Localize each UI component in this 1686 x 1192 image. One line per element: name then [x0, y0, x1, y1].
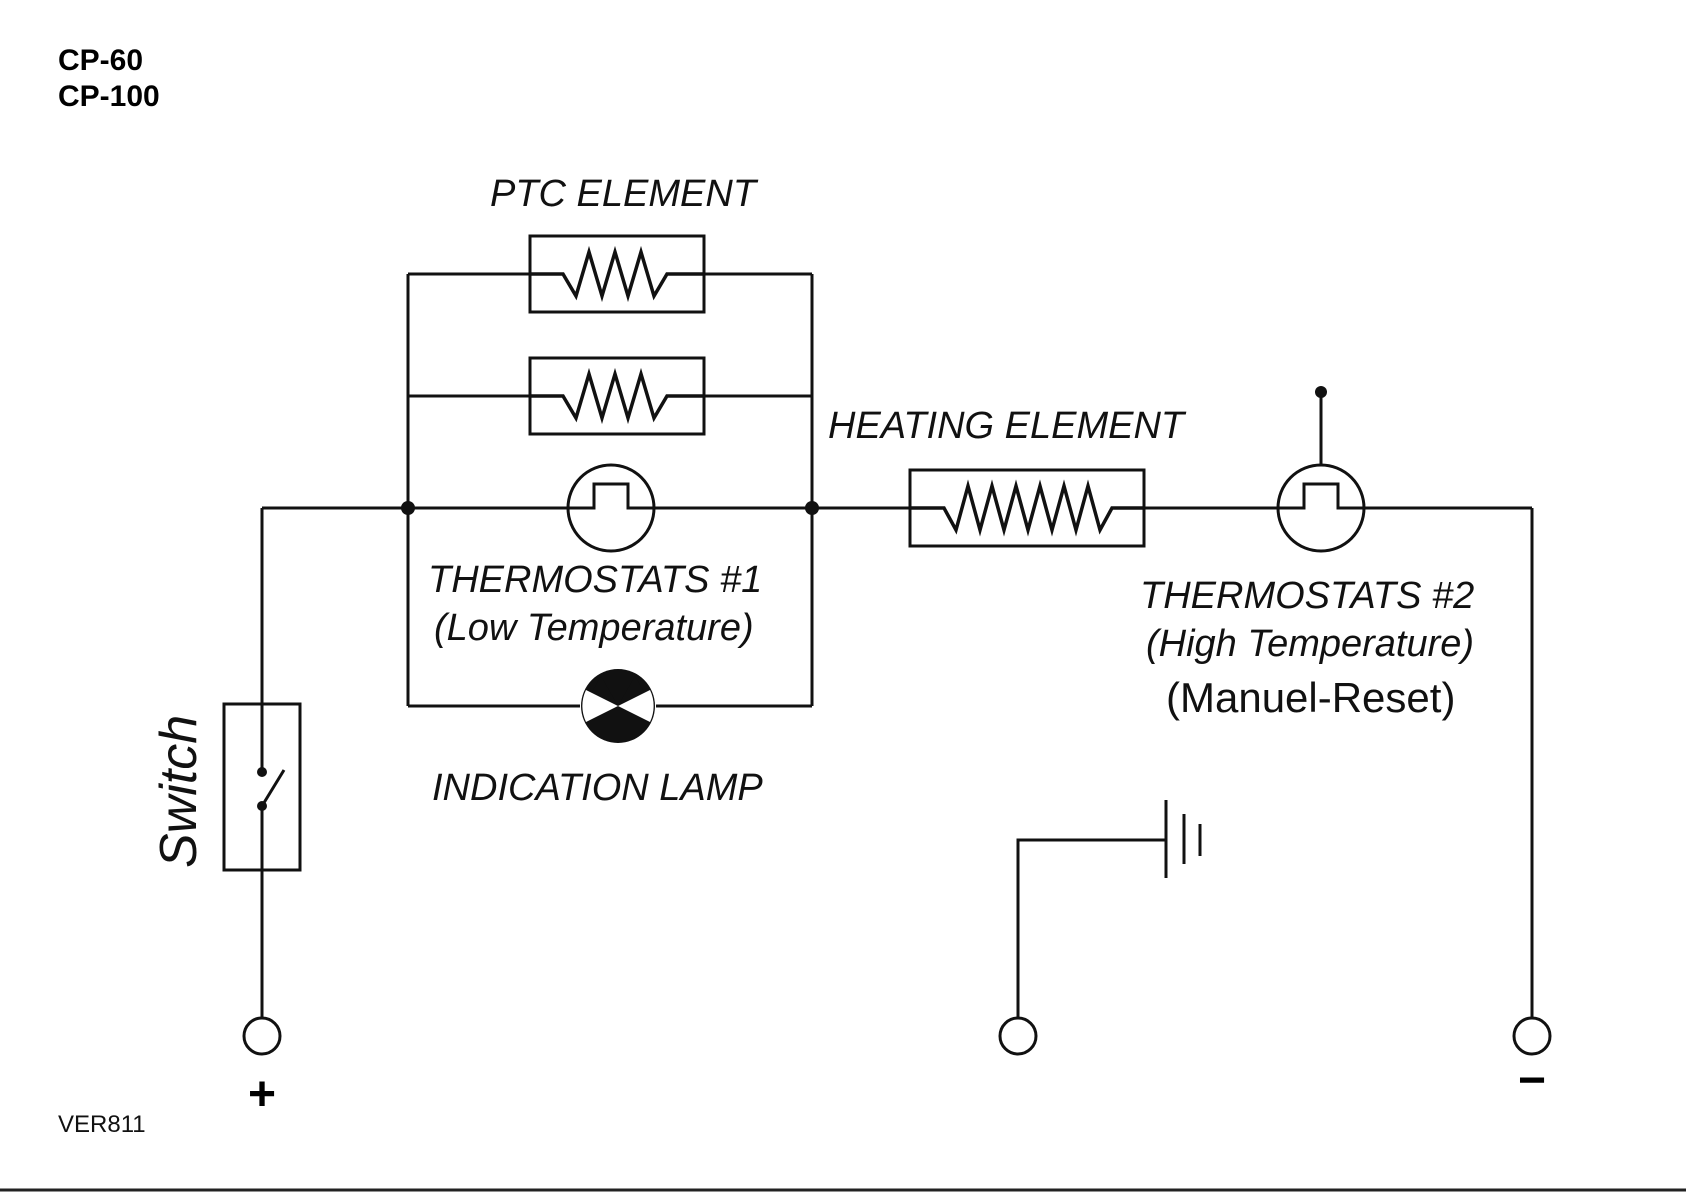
version-code: VER811	[58, 1111, 146, 1138]
negative-terminal	[1514, 1018, 1550, 1054]
indication-lamp	[408, 669, 812, 743]
thermostat-2-reset-note: (Manuel-Reset)	[1166, 674, 1455, 721]
heating-element	[812, 470, 1278, 546]
ptc-element-2	[408, 358, 812, 434]
positive-sign: +	[248, 1068, 276, 1121]
thermostat-1	[408, 465, 812, 551]
model-title-cp100: CP-100	[58, 80, 160, 113]
negative-sign: −	[1518, 1054, 1546, 1107]
switch-label: Switch	[150, 715, 208, 868]
ptc-element-1	[408, 236, 812, 312]
thermostat-2-description: (High Temperature)	[1146, 623, 1474, 665]
model-title-cp60: CP-60	[58, 44, 143, 77]
thermostat-2-label: THERMOSTATS #2	[1140, 575, 1474, 617]
indication-lamp-label: INDICATION LAMP	[432, 767, 763, 809]
ground-terminal	[1000, 1018, 1036, 1054]
junction-node-left	[401, 501, 415, 515]
positive-terminal	[244, 1018, 280, 1054]
switch	[224, 704, 300, 870]
thermostat-1-description: (Low Temperature)	[434, 607, 754, 649]
thermostat-1-label: THERMOSTATS #1	[428, 559, 762, 601]
heating-element-label: HEATING ELEMENT	[828, 405, 1187, 447]
ground-symbol	[1018, 800, 1200, 1018]
ptc-element-label: PTC ELEMENT	[490, 173, 759, 215]
